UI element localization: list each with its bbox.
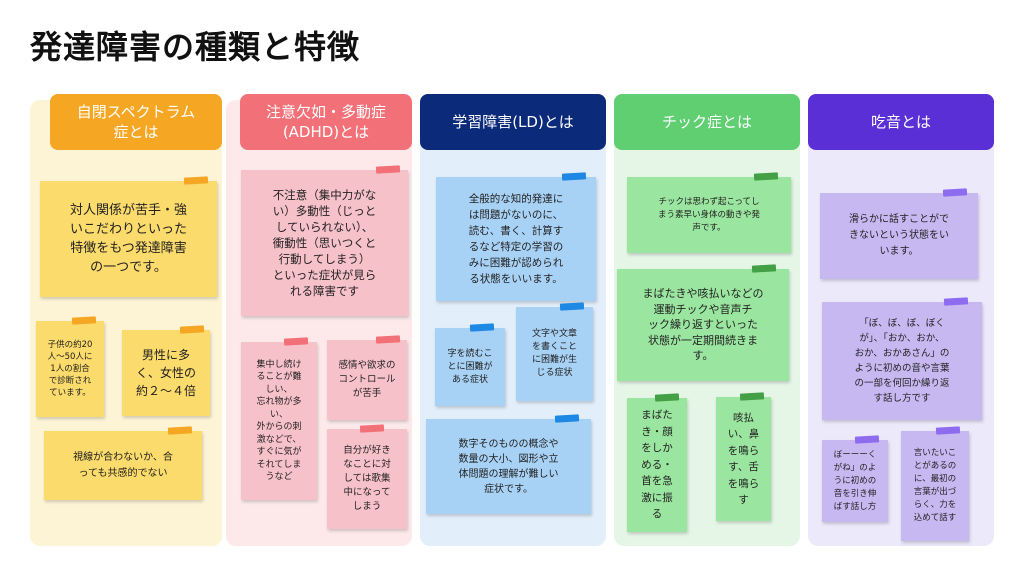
tic-header: チック症とは	[614, 94, 800, 150]
stutter-note-prolongation: ぼーーーく がね」のよ うに初めの 音を引き伸 ばす話し方	[822, 440, 888, 522]
tic-tape	[654, 393, 680, 402]
stutter-tape	[942, 188, 968, 197]
adhd-tape	[375, 335, 401, 344]
adhd-note-hyperfocus: 自分が好き なことに対 しては歌集 中になって しまう	[327, 429, 407, 529]
asd-tape	[179, 325, 205, 334]
tic-tape	[753, 172, 779, 181]
adhd-note-emotion: 感情や欲求の コントロール が苦手	[327, 340, 407, 420]
ld-note-writing: 文字や文章 を書くこと に困難が生 じる症状	[516, 307, 593, 401]
asd-note-prevalence: 子供の約20 人～50人に 1人の割合 で診断され ています。	[36, 321, 104, 417]
asd-note-gender: 男性に多 く、女性の 約２～４倍	[122, 330, 210, 416]
ld-header: 学習障害(LD)とは	[420, 94, 606, 150]
adhd-tape	[359, 424, 385, 433]
asd-tape	[71, 316, 97, 325]
adhd-tape	[375, 165, 401, 174]
stutter-note-block: 言いたいこ とがあるの に、最初の 言葉が出づ らく、力を 込めて話す	[901, 431, 969, 541]
stutter-tape	[854, 435, 880, 444]
asd-tape	[183, 176, 209, 185]
ld-tape	[554, 414, 580, 423]
stutter-tape	[935, 426, 961, 435]
ld-tape	[469, 323, 495, 332]
stutter-header: 吃音とは	[808, 94, 994, 150]
adhd-header: 注意欠如・多動症 (ADHD)とは	[240, 94, 412, 150]
adhd-note-definition: 不注意（集中力がな い）多動性（じっと していられない）、 衝動性（思いつくと …	[241, 170, 408, 316]
asd-note-eye-contact: 視線が合わないか、合 っても共感的でない	[44, 431, 202, 500]
ld-note-reading: 字を読むこ とに困難が ある症状	[435, 328, 505, 406]
adhd-tape	[283, 337, 309, 346]
stutter-note-repetition: 「ぼ、ぼ、ぼ、ぼく が」、「おか、おか、 おか、おかあさん」の ように初めの音や…	[822, 302, 982, 420]
tic-note-types: まばたきや咳払いなどの 運動チックや音声チ ック繰り返すといった 状態が一定期間…	[617, 269, 789, 381]
adhd-note-inattention: 集中し続け ることが難 しい、 忘れ物が多 い、 外からの刺 激などで、 すぐに…	[241, 342, 317, 500]
ld-tape	[561, 172, 587, 181]
asd-note-definition: 対人関係が苦手・強 いこだわりといった 特徴をもつ発達障害 の一つです。	[40, 181, 217, 297]
tic-note-vocal: 咳払 い、鼻 を鳴ら す、舌 を鳴ら す	[716, 397, 771, 521]
tic-note-motor: まばた き・顔 をしか める・ 首を急 激に振 る	[627, 398, 687, 532]
ld-note-math: 数字そのものの概念や 数量の大小、図形や立 体問題の理解が難しい 症状です。	[426, 419, 591, 514]
page-title: 発達障害の種類と特徴	[30, 28, 361, 66]
ld-tape	[559, 302, 585, 311]
asd-header: 自閉スペクトラム 症とは	[50, 94, 222, 150]
tic-note-definition: チックは思わず起こってし まう素早い身体の動きや発 声です。	[627, 177, 791, 253]
stutter-tape	[943, 297, 969, 306]
ld-note-definition: 全般的な知的発達に は問題がないのに、 読む、書く、計算す るなど特定の学習の …	[436, 177, 596, 301]
stutter-note-definition: 滑らかに話すことがで きないという状態をい います。	[820, 193, 978, 279]
asd-tape	[167, 426, 193, 435]
tic-tape	[751, 264, 777, 273]
tic-tape	[739, 392, 765, 401]
